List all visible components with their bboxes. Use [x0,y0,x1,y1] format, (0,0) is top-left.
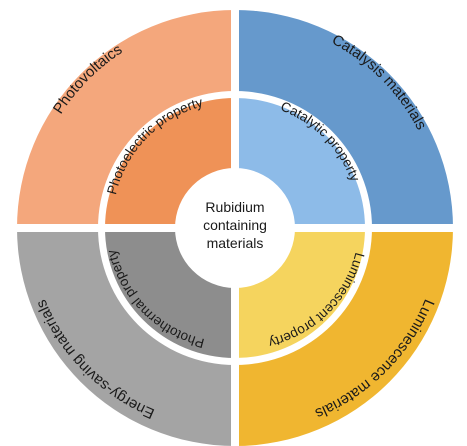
quadrant-photovoltaics: Photovoltaics Photoelectric property [17,10,235,228]
inner-ring-segment-luminescence [235,228,365,358]
outer-ring-segment-luminescence [235,228,453,446]
outer-ring-segment-photovoltaics [17,10,235,228]
inner-ring-segment-catalysis [235,98,365,228]
center-label-line-3: materials [207,235,264,251]
center-label-line-1: Rubidium [205,199,264,215]
center-hub: Rubidium containing materials [177,170,293,286]
outer-ring-segment-energy-saving [17,228,235,446]
outer-ring-segment-catalysis [235,10,453,228]
inner-ring-segment-energy-saving [105,228,235,358]
center-label-line-2: containing [203,217,267,233]
inner-ring-segment-photovoltaics [105,98,235,228]
center-circle [177,170,293,286]
